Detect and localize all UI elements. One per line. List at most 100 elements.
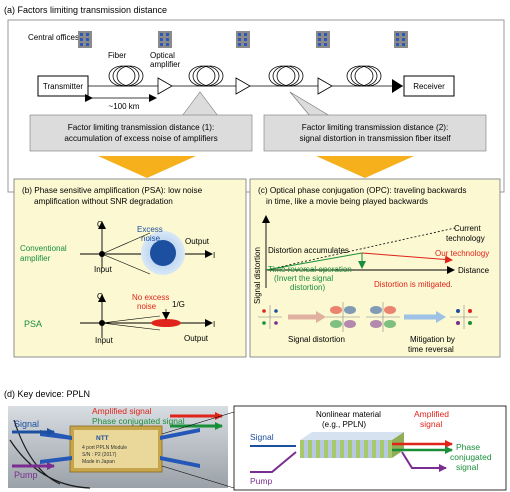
conventional-label-1: Conventional: [20, 244, 67, 253]
schematic-signal-label: Signal: [250, 432, 274, 442]
output-label-top: Output: [185, 237, 210, 246]
orange-arrow-down-left: [98, 156, 196, 178]
fiber-coil-icon: [268, 65, 304, 87]
fiber-label: Fiber: [108, 51, 127, 60]
factor-2-box: [263, 114, 487, 152]
distortion-arrow-head: [316, 311, 326, 323]
distortion-accumulates-label: Distortion accumulates: [268, 246, 349, 255]
photo-signal-label: Signal: [14, 419, 39, 429]
restored-constellation-icon: [450, 305, 478, 329]
central-offices-label: Central offices: [28, 33, 79, 42]
panel-b-title-2: amplification without SNR degradation: [34, 197, 173, 206]
cone-line-top: [101, 232, 151, 255]
amplifier-label-1: Optical: [150, 51, 175, 60]
input-label-bottom: Input: [95, 336, 114, 345]
panel-a-frame: [7, 19, 505, 193]
ppln-crystal-front: [300, 440, 392, 458]
current-label-1: Current: [454, 224, 481, 233]
signal-distortion-label: Signal distortion: [288, 335, 345, 344]
module-label-plate: [74, 430, 158, 468]
our-technology-label: Our technology: [435, 249, 489, 258]
time-reversal-label-2: (Invert the signal: [274, 274, 333, 283]
nonlinear-label-1: Nonlinear material: [316, 410, 381, 419]
building-icon: [394, 31, 408, 48]
ppln-crystal-top: [300, 432, 404, 440]
fiber-coil-icon: [108, 65, 144, 87]
receiver-box: [403, 75, 455, 97]
amplifier-icon: [317, 77, 333, 95]
our-tech-line: [361, 252, 453, 264]
factor-1-line-1: Factor limiting transmission distance (1…: [68, 123, 215, 132]
current-label-2: technology: [446, 234, 485, 243]
psa-label: PSA: [24, 319, 42, 329]
mitigation-label-1: Mitigation by: [410, 335, 455, 344]
panel-b-title-1: (b) Phase sensitive amplification (PSA):…: [22, 186, 203, 195]
fiber-coil-icon: [188, 65, 224, 87]
output-signal-top: [150, 240, 176, 266]
panel-a-caption: (a) Factors limiting transmission distan…: [4, 5, 167, 15]
panel-c-title-2: in time, like a movie being played backw…: [266, 197, 428, 206]
mitigated-label: Distortion is mitigated.: [374, 280, 453, 289]
no-excess-label-1: No excess: [132, 293, 169, 302]
factor-2-line-2: signal distortion in transmission fiber …: [299, 134, 451, 143]
gain-label: 1/G: [172, 300, 185, 309]
distorted-constellation-icon: [326, 302, 360, 332]
fiber-coil-icon: [346, 65, 382, 87]
input-signal-top: [99, 251, 105, 257]
building-icon: [78, 31, 92, 48]
factor-1-box: [29, 114, 253, 152]
mitigation-arrow-head: [436, 311, 446, 323]
y-axis-label: Signal distortion: [253, 247, 262, 304]
schematic-pump-label: Pump: [250, 476, 272, 486]
photo-fiber-blue: [160, 456, 200, 468]
factor-2-line-1: Factor limiting transmission distance (2…: [302, 123, 449, 132]
schematic-phase-label-2: conjugated: [450, 452, 492, 462]
time-reversal-label-3: distortion): [290, 283, 325, 292]
photo-pump-label: Pump: [14, 470, 38, 480]
panel-b: [13, 178, 247, 358]
receiver-arrow-icon: [392, 79, 403, 93]
schematic-phase-label-1: Phase: [456, 442, 480, 452]
module-made: Made in Japan: [82, 459, 115, 465]
conventional-label-2: amplifier: [20, 254, 51, 263]
psa-cone-bottom: [101, 322, 161, 331]
receiver-label: Receiver: [413, 82, 445, 91]
module-name: 4 port PPLN Module: [82, 445, 127, 451]
excess-noise-label-2: noise: [141, 234, 161, 243]
amplifier-icon: [157, 77, 173, 95]
no-excess-label-2: noise: [137, 302, 157, 311]
time-reversal-label-1: Time reversal operation: [268, 265, 352, 274]
panel-c-title-1: (c) Optical phase conjugation (OPC): tra…: [258, 186, 466, 195]
output-signal-bottom: [151, 319, 181, 327]
orange-arrow-down-right: [316, 156, 414, 178]
cone-line-bottom: [101, 253, 151, 275]
building-icon: [316, 31, 330, 48]
zoom-line: [161, 411, 235, 435]
schematic-amplified-label-1: Amplified: [414, 409, 449, 419]
schematic-pump-line: [250, 451, 297, 473]
photo-fiber-blue: [160, 428, 200, 440]
schematic-phase-label-3: signal: [456, 462, 478, 472]
output-label-bottom: Output: [184, 334, 209, 343]
module-brand: NTT: [96, 435, 109, 442]
photo-cable: [9, 439, 91, 489]
photo-phase-label: Phase conjugated signal: [92, 416, 185, 426]
zoom-line: [161, 465, 235, 489]
clean-constellation-icon: [258, 305, 282, 329]
amplifier-icon: [235, 77, 251, 95]
transmitter-label: Transmitter: [43, 82, 83, 91]
schematic-amplified-label-2: signal: [420, 419, 442, 429]
building-icon: [236, 31, 250, 48]
q-label-bottom: Q: [97, 292, 103, 301]
psa-cone-top: [101, 315, 161, 324]
nonlinear-label-2: (e.g., PPLN): [322, 420, 366, 429]
our-tech-rise: [265, 252, 363, 271]
input-signal-bottom: [99, 320, 105, 326]
building-icon: [158, 31, 172, 48]
panel-d-caption: (d) Key device: PPLN: [4, 389, 90, 399]
excess-noise-label-1: Excess: [137, 225, 163, 234]
distance-label: Distance: [458, 266, 490, 275]
span-label: ~100 km: [109, 102, 140, 111]
module-sn: S/N : P2 (2017): [82, 452, 117, 458]
